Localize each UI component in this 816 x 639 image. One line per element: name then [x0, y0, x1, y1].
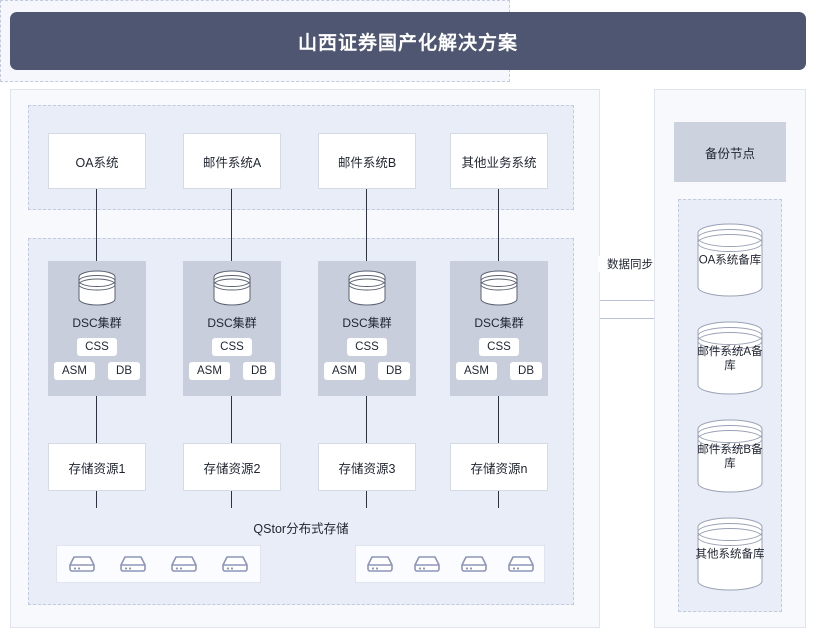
- db-pill[interactable]: DB: [378, 362, 410, 380]
- database-cylinder-icon: [697, 321, 763, 395]
- connector-dsc-storage-3: [366, 396, 368, 443]
- db-pill[interactable]: DB: [243, 362, 275, 380]
- sync-line-bottom: [600, 318, 678, 320]
- server-icon[interactable]: [220, 553, 250, 575]
- database-cylinder-icon: [209, 270, 255, 310]
- server-icon[interactable]: [169, 553, 199, 575]
- app-box-other[interactable]: 其他业务系统: [450, 133, 548, 189]
- css-pill[interactable]: CSS: [212, 338, 252, 356]
- server-icon[interactable]: [365, 553, 395, 575]
- app-box-mail-b[interactable]: 邮件系统B: [318, 133, 416, 189]
- database-cylinder-icon: [476, 270, 522, 310]
- connector-storage-qstor-3: [366, 491, 368, 508]
- asm-db-row: ASM DB: [48, 362, 146, 380]
- server-icon[interactable]: [67, 553, 97, 575]
- qstor-server-group-1: [56, 545, 261, 583]
- dsc-cluster-label: DSC集群: [207, 316, 257, 330]
- css-row: CSS: [479, 337, 519, 356]
- asm-pill[interactable]: ASM: [189, 362, 230, 380]
- data-sync-label: 数据同步: [598, 256, 662, 272]
- backup-db-mail-a[interactable]: 邮件系统A备库: [691, 320, 769, 396]
- backup-db-oa[interactable]: OA系统备库: [691, 222, 769, 298]
- asm-db-row: ASM DB: [183, 362, 281, 380]
- qstor-server-group-2: [355, 545, 545, 583]
- database-cylinder-icon: [697, 223, 763, 297]
- database-cylinder-icon: [697, 419, 763, 493]
- backup-db-label: 邮件系统A备库: [697, 346, 763, 373]
- server-icon[interactable]: [118, 553, 148, 575]
- connector-app-dsc-3: [366, 189, 368, 261]
- dsc-cluster-label: DSC集群: [342, 316, 392, 330]
- qstor-title: QStor分布式存储: [253, 522, 349, 536]
- dsc-cluster-3[interactable]: DSC集群 CSS ASM DB: [318, 261, 416, 396]
- title-bar: 山西证券国产化解决方案: [10, 12, 806, 70]
- server-icon[interactable]: [412, 553, 442, 575]
- asm-db-row: ASM DB: [318, 362, 416, 380]
- css-pill[interactable]: CSS: [479, 338, 519, 356]
- database-cylinder-icon: [697, 517, 763, 591]
- connector-app-dsc-1: [96, 189, 98, 261]
- connector-app-dsc-2: [231, 189, 233, 261]
- dsc-cluster-2[interactable]: DSC集群 CSS ASM DB: [183, 261, 281, 396]
- css-row: CSS: [77, 337, 117, 356]
- db-pill[interactable]: DB: [510, 362, 542, 380]
- css-row: CSS: [347, 337, 387, 356]
- css-pill[interactable]: CSS: [347, 338, 387, 356]
- storage-resource-1[interactable]: 存储资源1: [48, 443, 146, 491]
- sync-line-top: [600, 300, 678, 302]
- connector-app-dsc-4: [498, 189, 500, 261]
- css-pill[interactable]: CSS: [77, 338, 117, 356]
- storage-resource-2[interactable]: 存储资源2: [183, 443, 281, 491]
- connector-storage-qstor-2: [231, 491, 233, 508]
- server-icon[interactable]: [459, 553, 489, 575]
- database-cylinder-icon: [74, 270, 120, 310]
- asm-pill[interactable]: ASM: [456, 362, 497, 380]
- backup-db-other[interactable]: 其他系统备库: [691, 516, 769, 592]
- storage-resource-n[interactable]: 存储资源n: [450, 443, 548, 491]
- backup-node-header: 备份节点: [674, 122, 786, 182]
- server-icon[interactable]: [506, 553, 536, 575]
- db-pill[interactable]: DB: [108, 362, 140, 380]
- css-row: CSS: [212, 337, 252, 356]
- dsc-cluster-4[interactable]: DSC集群 CSS ASM DB: [450, 261, 548, 396]
- app-box-oa[interactable]: OA系统: [48, 133, 146, 189]
- connector-dsc-storage-4: [498, 396, 500, 443]
- dsc-cluster-label: DSC集群: [72, 316, 122, 330]
- connector-storage-qstor-4: [498, 491, 500, 508]
- connector-storage-qstor-1: [96, 491, 98, 508]
- app-box-mail-a[interactable]: 邮件系统A: [183, 133, 281, 189]
- connector-dsc-storage-2: [231, 396, 233, 443]
- page-title: 山西证券国产化解决方案: [297, 32, 518, 54]
- connector-dsc-storage-1: [96, 396, 98, 443]
- backup-db-label: OA系统备库: [698, 254, 762, 267]
- asm-pill[interactable]: ASM: [54, 362, 95, 380]
- asm-db-row: ASM DB: [450, 362, 548, 380]
- backup-db-label: 邮件系统B备库: [697, 444, 763, 471]
- storage-resource-3[interactable]: 存储资源3: [318, 443, 416, 491]
- database-cylinder-icon: [344, 270, 390, 310]
- backup-db-mail-b[interactable]: 邮件系统B备库: [691, 418, 769, 494]
- asm-pill[interactable]: ASM: [324, 362, 365, 380]
- dsc-cluster-1[interactable]: DSC集群 CSS ASM DB: [48, 261, 146, 396]
- dsc-cluster-label: DSC集群: [474, 316, 524, 330]
- backup-db-label: 其他系统备库: [695, 548, 765, 561]
